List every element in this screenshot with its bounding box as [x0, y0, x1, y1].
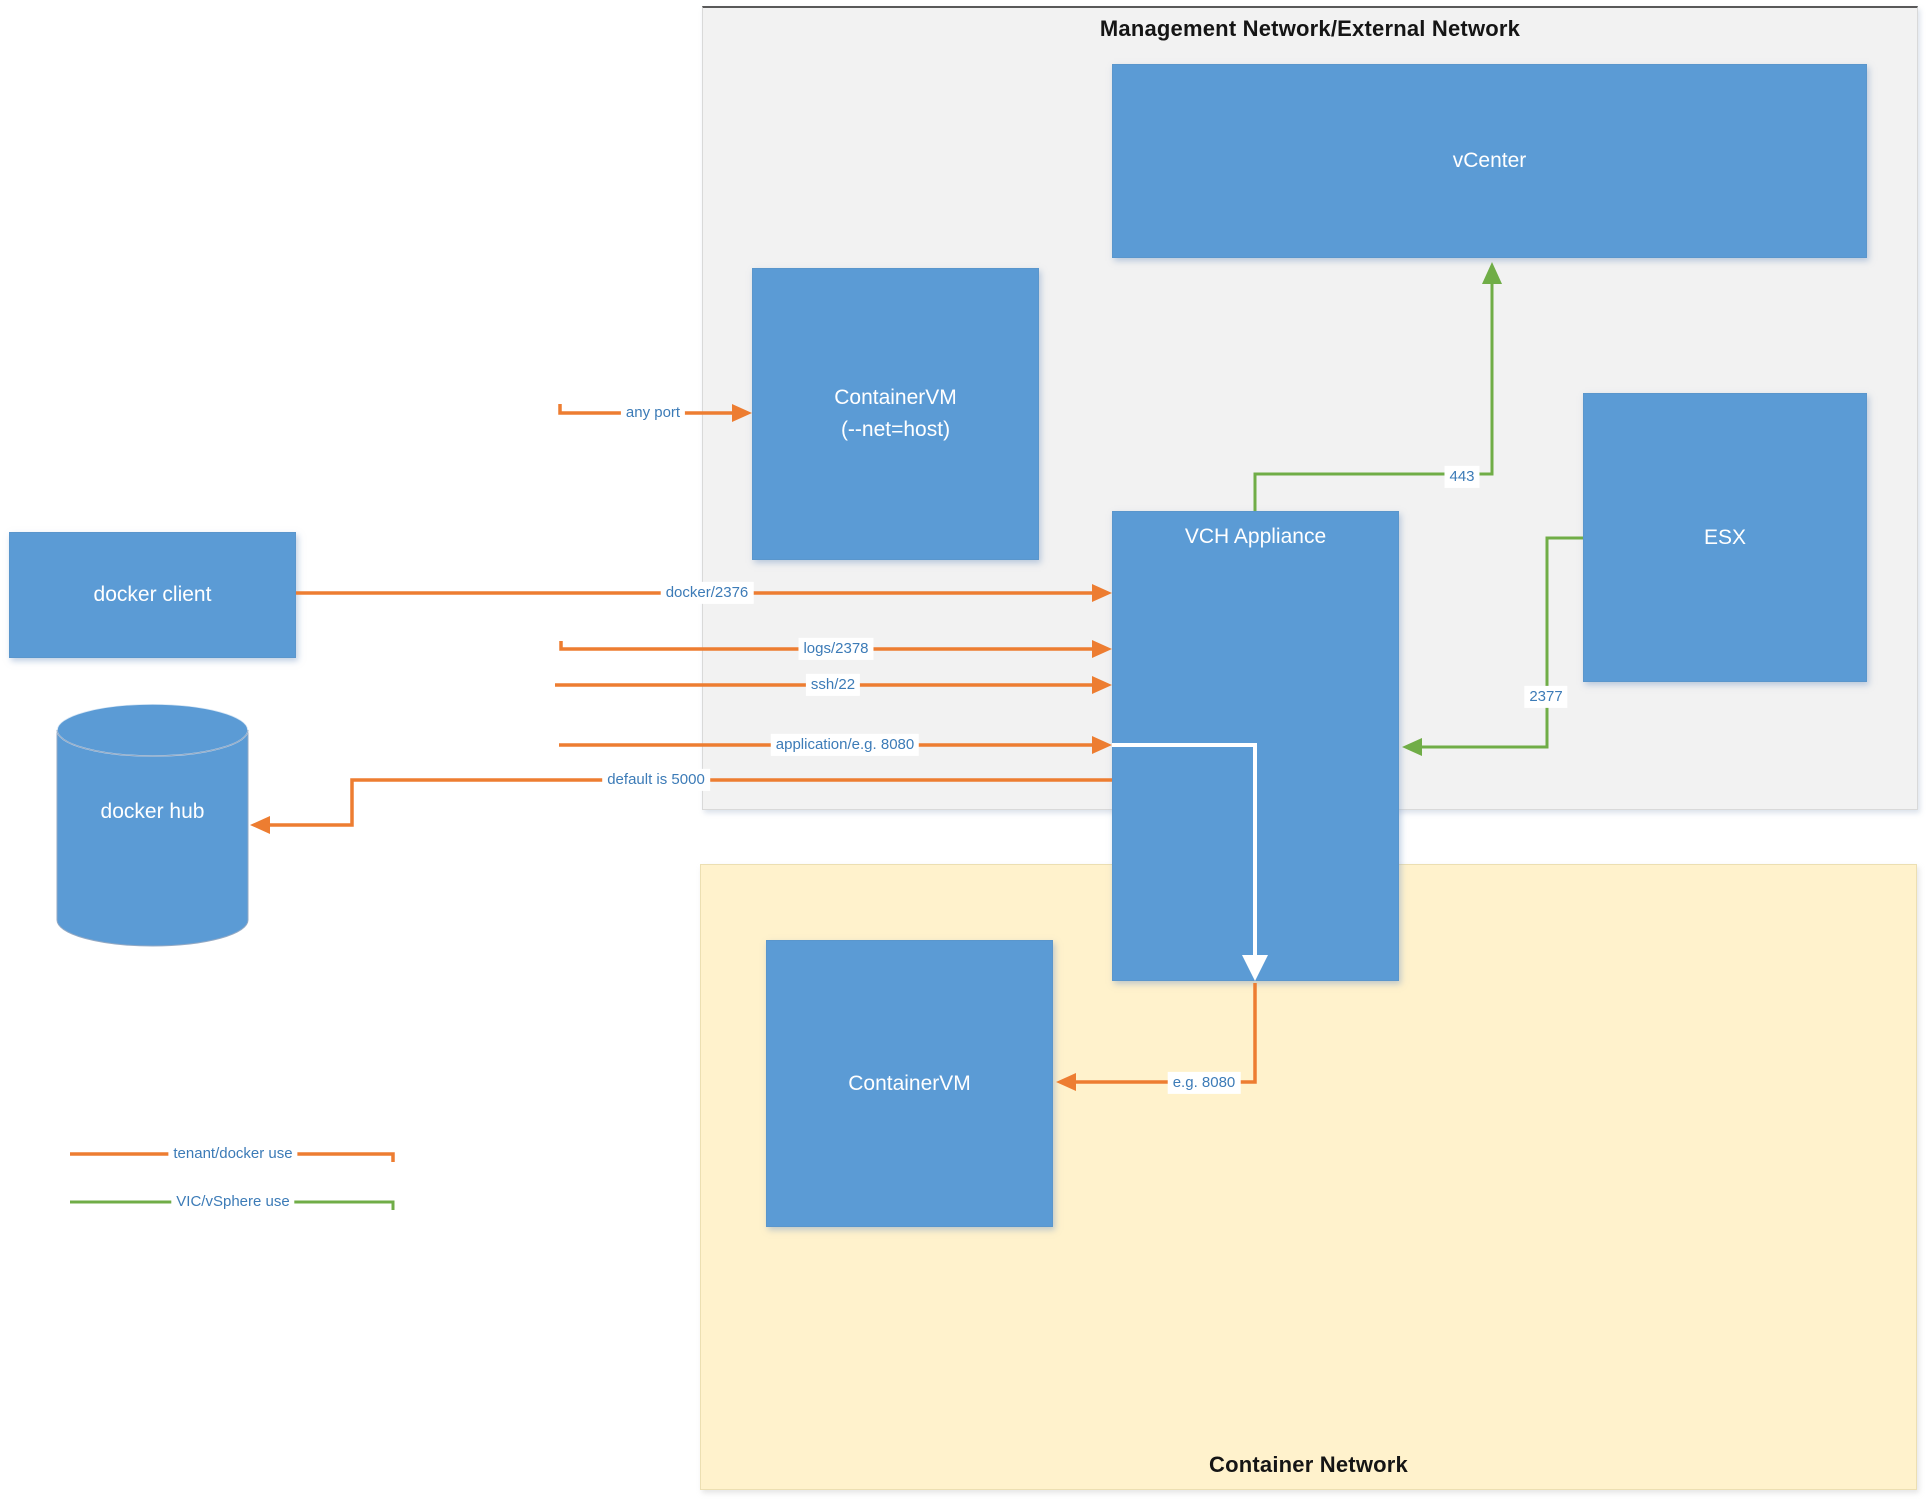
management-network-title: Management Network/External Network [1099, 16, 1521, 41]
vch-appliance-label: VCH Appliance [1184, 525, 1327, 548]
edge-label-ssh-22: ssh/22 [805, 673, 861, 697]
arrowhead-eg-8080 [1056, 1073, 1076, 1091]
vcenter-node: vCenter [1112, 64, 1867, 258]
arrowhead-ssh-22 [1092, 676, 1112, 694]
docker-hub-cylinder-shape [56, 703, 249, 947]
edge-label-logs-2378: logs/2378 [798, 637, 874, 661]
arrowhead-2377 [1402, 738, 1422, 756]
esx-node: ESX [1583, 393, 1867, 682]
legend-tenant-label: tenant/docker use [168, 1142, 298, 1166]
docker-hub-label: docker hub [100, 800, 205, 823]
edge-label-docker-2376: docker/2376 [660, 581, 754, 605]
edge-label-2377: 2377 [1524, 685, 1568, 709]
docker-client-node: docker client [9, 532, 296, 658]
edge-vch-internal [1112, 743, 1257, 957]
containervm-net-host-label-line2: (--net=host) [840, 418, 951, 441]
arrowhead-any-port [732, 404, 752, 422]
container-network-title: Container Network [1209, 1452, 1408, 1477]
legend-vic-label: VIC/vSphere use [171, 1190, 295, 1214]
containervm-node: ContainerVM [766, 940, 1053, 1227]
containervm-net-host-node: ContainerVM (--net=host) [752, 268, 1039, 560]
edge-label-eg-8080: e.g. 8080 [1167, 1071, 1241, 1095]
edge-default-5000 [268, 778, 1112, 827]
arrowhead-vch-internal [1242, 955, 1268, 981]
vcenter-label: vCenter [1452, 149, 1527, 172]
arrowhead-application-8080 [1092, 736, 1112, 754]
docker-client-label: docker client [93, 583, 212, 606]
edge-443 [1253, 280, 1494, 511]
edge-label-any-port: any port [620, 401, 686, 425]
edge-eg-8080 [1074, 983, 1257, 1084]
arrowhead-443 [1482, 262, 1502, 284]
containervm-label: ContainerVM [848, 1071, 971, 1095]
arrowhead-default-5000 [250, 816, 270, 834]
edge-logs-2378 [559, 641, 1094, 651]
arrowhead-docker-2376 [1092, 584, 1112, 602]
edge-label-default-5000: default is 5000 [602, 768, 710, 792]
edge-label-application: application/e.g. 8080 [770, 733, 920, 757]
esx-label: ESX [1703, 525, 1747, 549]
edge-label-443: 443 [1444, 465, 1480, 489]
containervm-net-host-label-line1: ContainerVM [834, 386, 957, 410]
arrowhead-logs-2378 [1092, 640, 1112, 658]
edge-2377 [1420, 536, 1583, 749]
